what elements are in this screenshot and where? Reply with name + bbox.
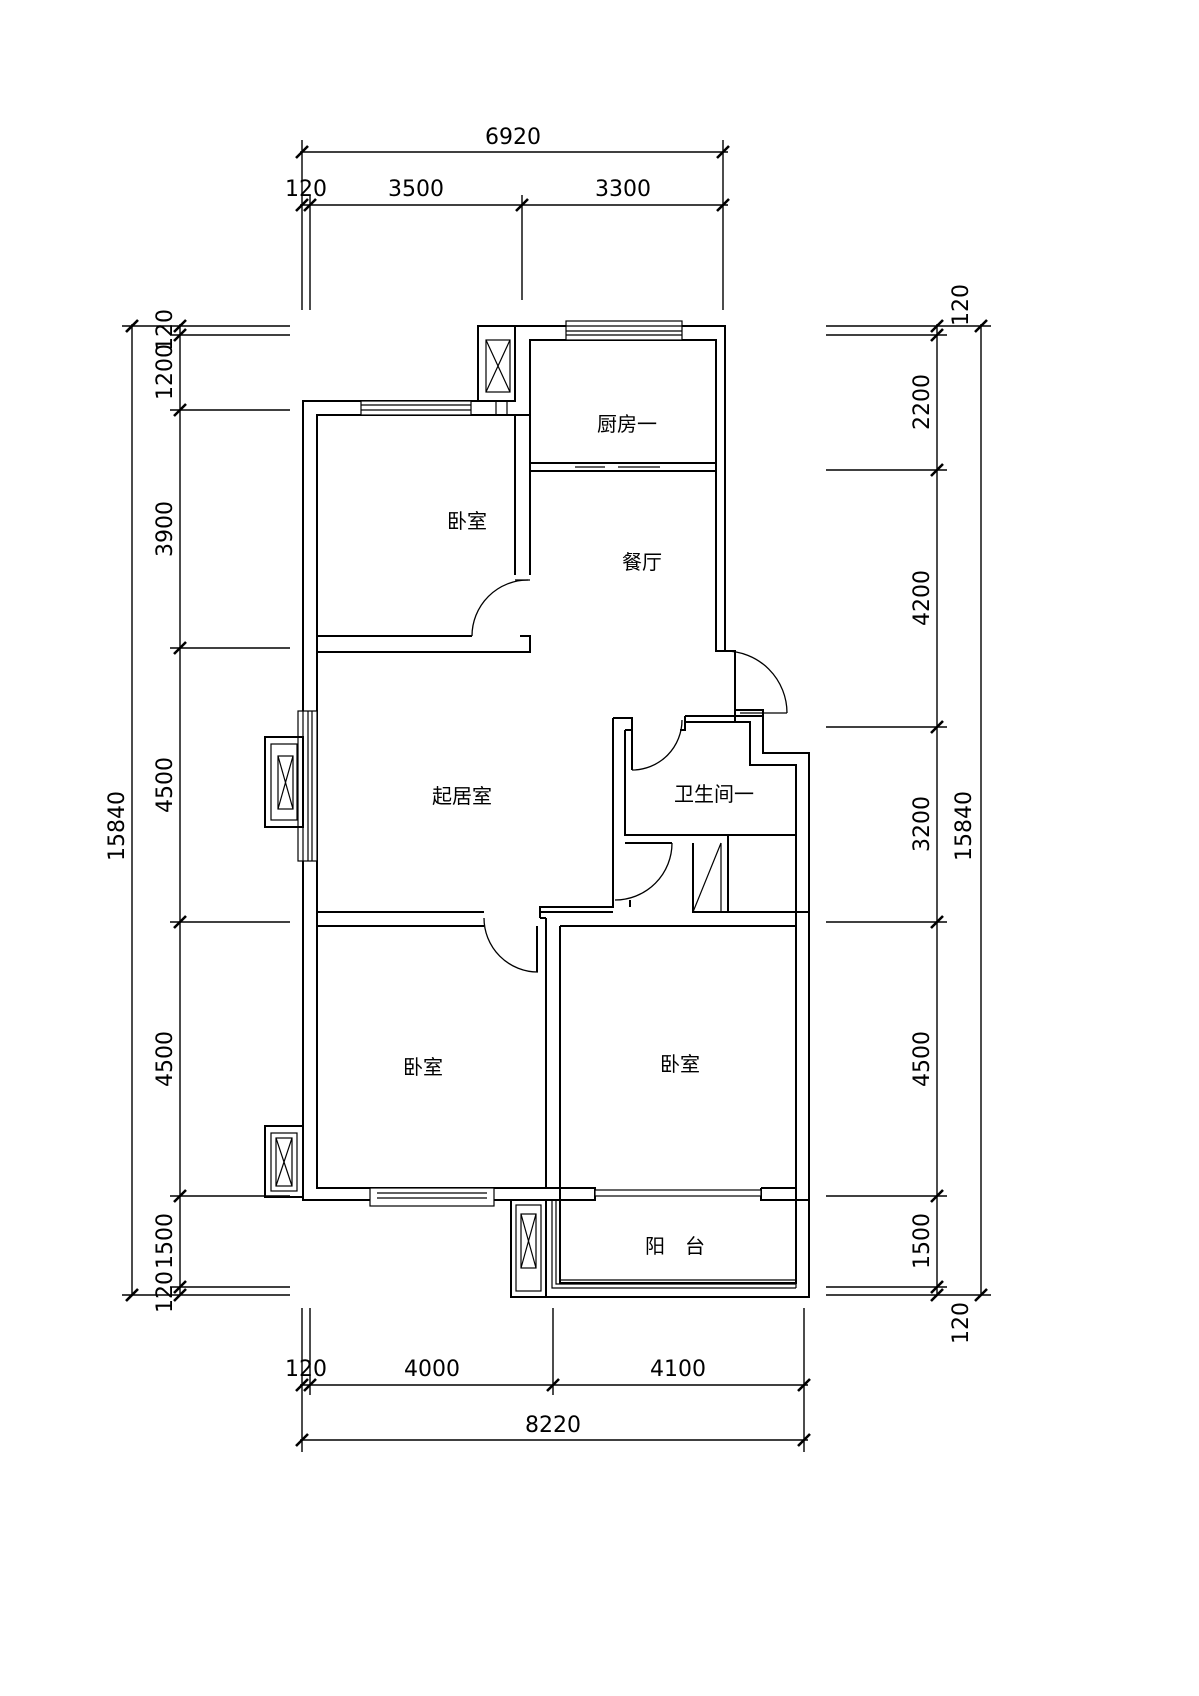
door-north-bedroom (471, 579, 529, 637)
ac-unit-north (477, 325, 516, 416)
room-label-living: 起居室 (432, 784, 492, 808)
dim-right-bottom-wall: 120 (949, 1302, 974, 1344)
room-label-bedroom-southeast: 卧室 (660, 1052, 700, 1076)
room-label-bedroom-southwest: 卧室 (403, 1055, 443, 1079)
ac-unit-balcony (510, 1199, 547, 1298)
left-dimensions: 15840 120 1200 3900 4500 4500 1500 120 (105, 309, 290, 1313)
door-southwest-bedroom (483, 917, 539, 973)
room-label-bedroom-north: 卧室 (447, 509, 487, 533)
dim-top-total: 6920 (485, 125, 541, 150)
ac-units (264, 325, 547, 1298)
dim-bottom-total: 8220 (525, 1413, 581, 1438)
dim-bottom-seg-2: 4100 (650, 1357, 706, 1382)
dim-right-seg-4: 4500 (910, 1031, 935, 1087)
dim-bottom-left-wall: 120 (285, 1357, 327, 1382)
dim-left-seg-5: 1500 (153, 1213, 178, 1269)
dim-bottom-seg-1: 4000 (404, 1357, 460, 1382)
dim-right-seg-1: 2200 (910, 374, 935, 430)
bottom-dimensions: 120 4000 4100 8220 (285, 1308, 811, 1452)
balcony-sliding-door (594, 1189, 762, 1197)
dim-top-left-wall: 120 (285, 177, 327, 202)
north-bedroom-window (360, 400, 472, 416)
door-bathroom-lower (614, 842, 673, 901)
ac-unit-southwest (264, 1125, 304, 1198)
room-label-bathroom: 卫生间一 (674, 782, 754, 806)
doors (471, 579, 788, 973)
dim-right-seg-2: 4200 (910, 570, 935, 626)
ac-unit-west (264, 736, 304, 828)
dim-right-total: 15840 (952, 791, 977, 861)
right-dimensions: 120 2200 4200 3200 15840 4500 1500 120 (826, 284, 991, 1344)
dim-left-seg-4: 4500 (153, 1031, 178, 1087)
room-labels: 厨房一 卧室 餐厅 起居室 卫生间一 卧室 卧室 阳 台 (403, 412, 754, 1258)
dim-left-top-wall: 120 (153, 309, 178, 351)
dim-left-total: 15840 (105, 791, 130, 861)
room-label-kitchen: 厨房一 (597, 412, 657, 436)
top-dimensions: 6920 120 3500 3300 (285, 125, 730, 310)
walls (302, 325, 810, 1298)
dim-right-seg-5: 1500 (910, 1213, 935, 1269)
dim-top-seg-2: 3300 (595, 177, 651, 202)
door-dining-exit (724, 650, 788, 714)
dim-right-top-wall: 120 (949, 284, 974, 326)
room-label-dining: 餐厅 (622, 550, 662, 574)
dim-left-bottom-wall: 120 (153, 1271, 178, 1313)
dim-left-seg-2: 3900 (153, 501, 178, 557)
dim-top-seg-1: 3500 (388, 177, 444, 202)
dim-left-seg-1: 1200 (153, 344, 178, 400)
southwest-bedroom-window (369, 1187, 495, 1207)
dim-right-seg-3: 3200 (910, 796, 935, 852)
dim-left-seg-3: 4500 (153, 757, 178, 813)
door-bathroom (631, 719, 683, 771)
room-label-balcony: 阳 台 (645, 1234, 705, 1258)
